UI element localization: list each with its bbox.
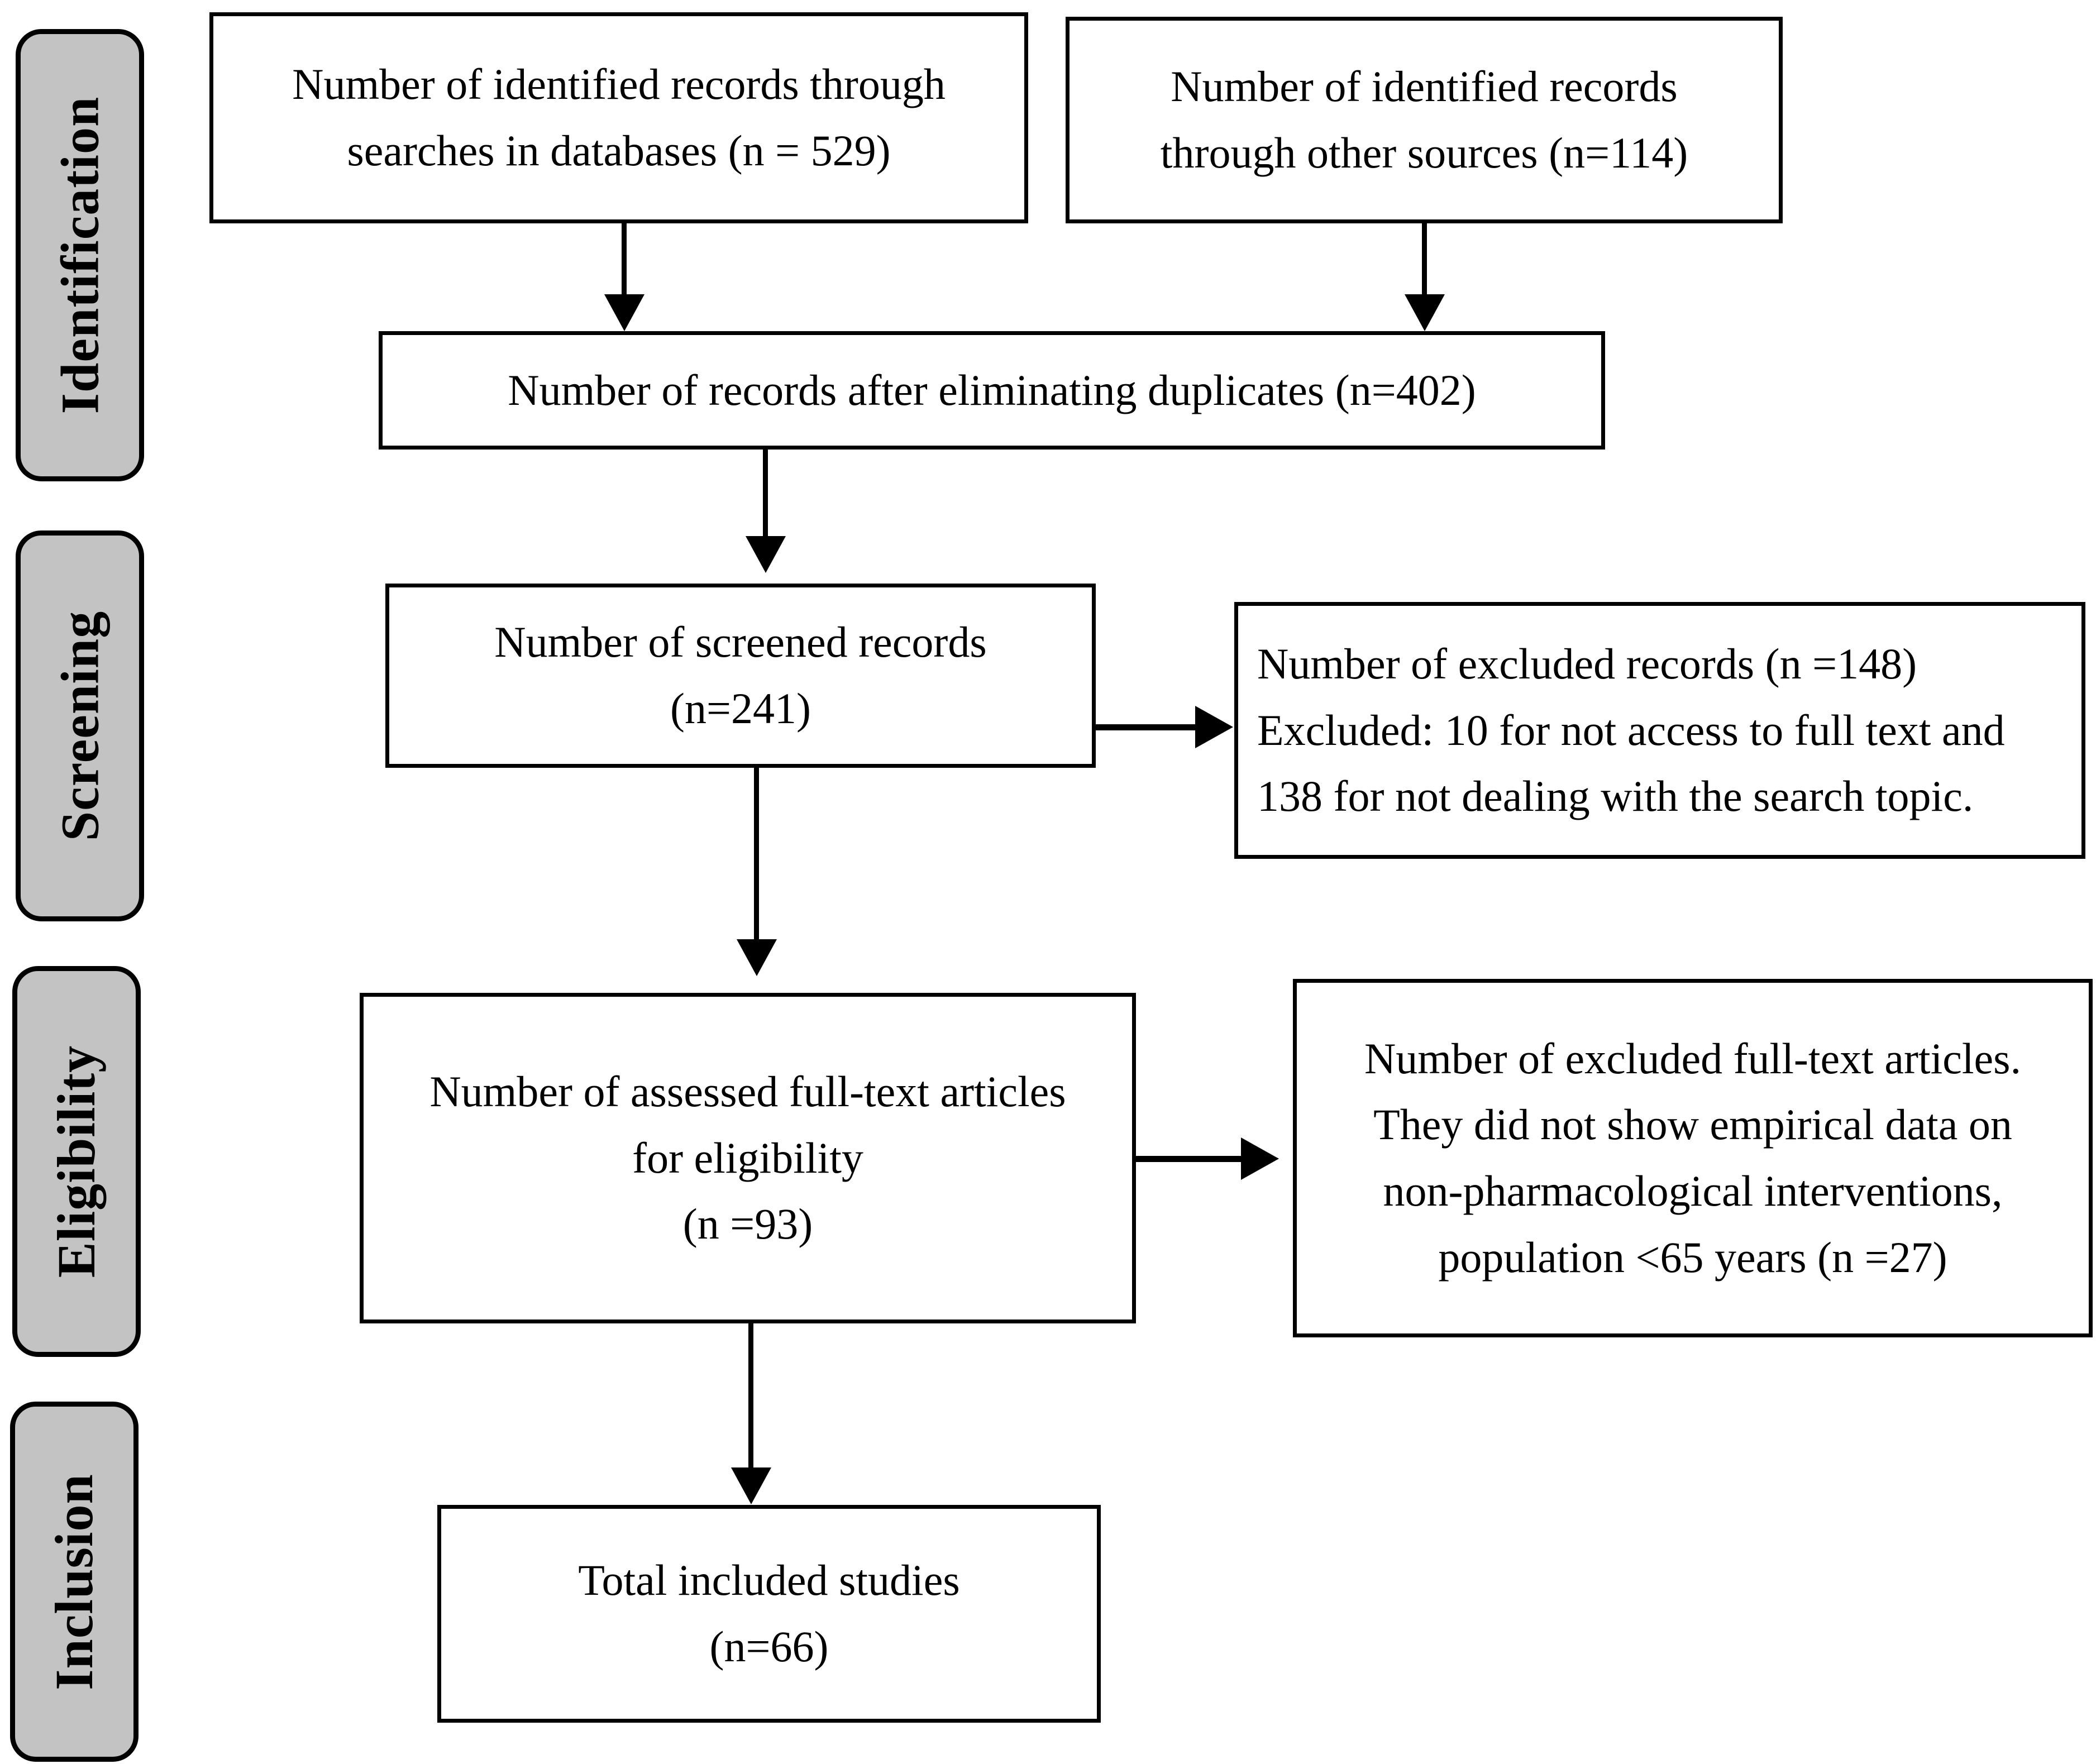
box-excluded-fulltext-line1: Number of excluded full-text articles.: [1364, 1034, 2022, 1083]
stage-label-identification: Identification: [50, 96, 110, 414]
stage-pill-screening: Screening: [16, 530, 144, 921]
arrowhead-fulltext-to-included: [731, 1467, 771, 1504]
box-excluded-fulltext-line2: They did not show empirical data on: [1373, 1100, 2012, 1149]
connector-duplicates-to-screened: [763, 450, 768, 549]
box-screened-records: Number of screened records (n=241): [385, 584, 1096, 768]
box-excluded-records: Number of excluded records (n =148) Excl…: [1234, 602, 2085, 859]
arrowhead-fulltext-to-excluded: [1241, 1137, 1279, 1180]
box-included-studies-line1: Total included studies: [578, 1556, 960, 1605]
box-other-sources: Number of identified records through oth…: [1066, 17, 1783, 223]
connector-screened-to-excluded: [1096, 724, 1224, 730]
arrowhead-duplicates-to-screened: [746, 536, 786, 573]
box-other-sources-line2: through other sources (n=114): [1160, 128, 1688, 177]
box-databases: Number of identified records through sea…: [209, 12, 1028, 223]
box-included-studies-line2: (n=66): [709, 1622, 829, 1671]
box-after-duplicates: Number of records after eliminating dupl…: [379, 331, 1605, 450]
stage-label-screening: Screening: [50, 610, 110, 842]
box-excluded-records-line1: Number of excluded records (n =148): [1257, 639, 1917, 689]
arrowhead-databases-to-duplicates: [604, 294, 644, 331]
box-after-duplicates-line1: Number of records after eliminating dupl…: [508, 365, 1476, 414]
connector-fulltext-to-included: [748, 1323, 753, 1491]
box-fulltext-assessed: Number of assessed full-text articles fo…: [360, 993, 1136, 1323]
arrowhead-screened-to-fulltext: [737, 939, 777, 976]
box-databases-line1: Number of identified records through: [292, 60, 946, 109]
box-excluded-fulltext-line4: population <65 years (n =27): [1438, 1232, 1947, 1282]
connector-screened-to-fulltext: [754, 768, 759, 952]
box-excluded-fulltext-line3: non-pharmacological interventions,: [1383, 1167, 2003, 1215]
connector-other-sources-to-duplicates: [1422, 223, 1427, 316]
box-fulltext-assessed-line1: Number of assessed full-text articles: [429, 1067, 1066, 1116]
box-excluded-fulltext: Number of excluded full-text articles. T…: [1293, 979, 2093, 1337]
box-excluded-records-line3: 138 for not dealing with the search topi…: [1257, 772, 1974, 821]
stage-pill-eligibility: Eligibility: [12, 966, 141, 1357]
box-fulltext-assessed-line2: for eligibility: [632, 1133, 863, 1182]
arrowhead-other-sources-to-duplicates: [1405, 294, 1445, 331]
stage-label-inclusion: Inclusion: [44, 1473, 104, 1690]
box-screened-records-line1: Number of screened records: [494, 618, 987, 667]
arrowhead-screened-to-excluded: [1195, 706, 1233, 748]
box-included-studies: Total included studies (n=66): [437, 1505, 1101, 1723]
stage-label-eligibility: Eligibility: [46, 1045, 107, 1278]
box-excluded-records-line2: Excluded: 10 for not access to full text…: [1257, 705, 2005, 754]
box-fulltext-assessed-line3: (n =93): [682, 1199, 813, 1249]
box-screened-records-line2: (n=241): [670, 684, 811, 733]
stage-pill-identification: Identification: [16, 29, 144, 481]
stage-pill-inclusion: Inclusion: [10, 1402, 139, 1762]
connector-databases-to-duplicates: [622, 223, 627, 316]
box-other-sources-line1: Number of identified records: [1171, 62, 1678, 111]
box-databases-line2: searches in databases (n = 529): [347, 126, 891, 175]
connector-fulltext-to-excluded: [1136, 1156, 1270, 1162]
